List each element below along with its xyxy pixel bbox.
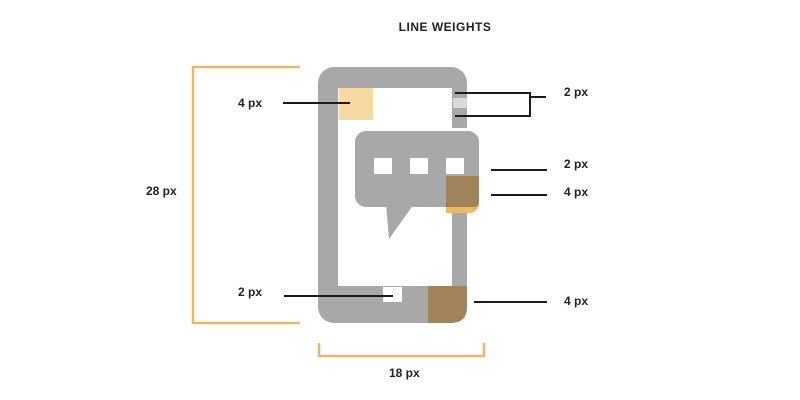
chat-dot xyxy=(410,158,428,174)
bottom-right-highlight xyxy=(428,286,467,323)
chat-bubble-tail xyxy=(386,204,414,239)
callout-bubble-top: 2 px xyxy=(564,157,589,171)
callout-top-left: 4 px xyxy=(238,96,263,110)
width-dimension-label: 18 px xyxy=(389,366,420,380)
chat-dot xyxy=(446,158,464,174)
home-button xyxy=(383,287,402,302)
callout-bottom-right: 4 px xyxy=(564,294,589,308)
width-bracket xyxy=(317,343,486,358)
height-bracket xyxy=(191,65,300,325)
callout-bubble-bottom: 4 px xyxy=(564,185,589,199)
bubble-highlight-inner xyxy=(446,176,479,207)
callout-top-right: 2 px xyxy=(564,85,589,99)
top-right-strip xyxy=(453,98,467,108)
callout-bottom-left: 2 px xyxy=(238,285,263,299)
leader-line-top-right xyxy=(455,92,546,117)
chat-dot xyxy=(374,158,392,174)
diagram-title: LINE WEIGHTS xyxy=(398,20,492,34)
height-dimension-label: 28 px xyxy=(146,184,177,198)
